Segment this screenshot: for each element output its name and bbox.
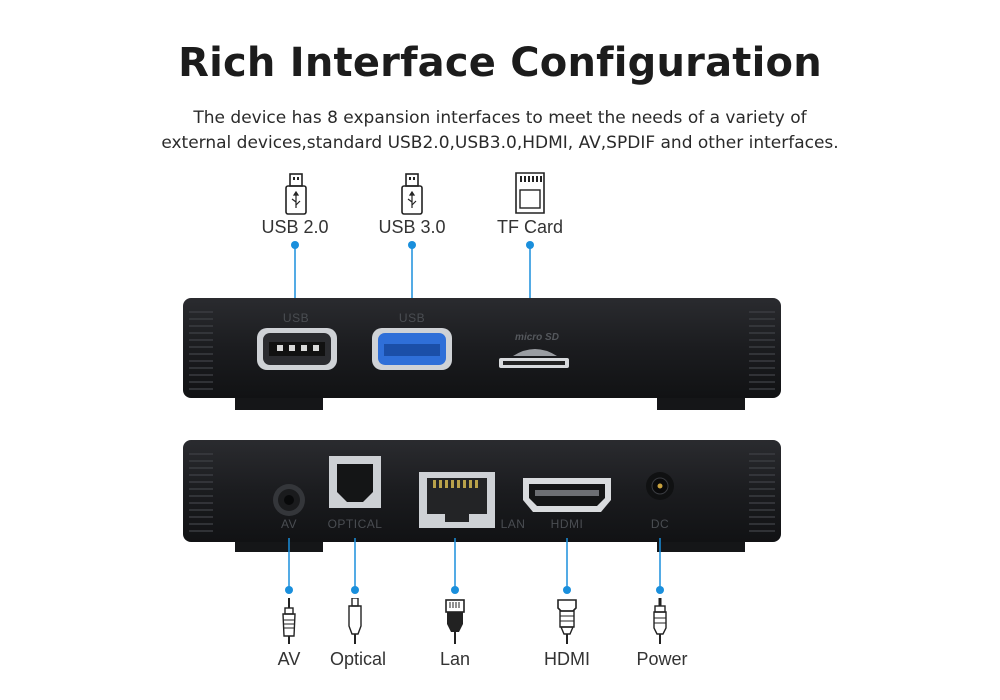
leader-power <box>656 538 664 594</box>
optical-port <box>329 456 381 508</box>
label-usb-2: USB 2.0 <box>261 217 329 237</box>
label-hdmi: HDMI <box>544 649 590 669</box>
leader-hdmi <box>563 538 571 594</box>
label-usb-3: USB 3.0 <box>378 217 446 237</box>
micro-sd-slot: micro SD <box>499 332 569 368</box>
usb-icon <box>285 173 307 215</box>
sd-card-icon <box>515 172 545 214</box>
label-optical: Optical <box>329 649 387 669</box>
page-description: The device has 8 expansion interfaces to… <box>150 106 850 156</box>
hdmi-plug-icon <box>557 599 577 644</box>
leader-lan <box>451 538 459 594</box>
description-line-2: external devices,standard USB2.0,USB3.0,… <box>161 133 839 153</box>
rj45-plug-icon <box>445 599 465 644</box>
dc-port <box>646 472 674 500</box>
description-line-1: The device has 8 expansion interfaces to… <box>193 108 807 128</box>
port-label-av: AV <box>281 517 297 531</box>
device-back-panel: AV OPTICAL LAN HDMI DC <box>183 440 781 552</box>
usb-icon <box>401 173 423 215</box>
leader-av <box>285 538 293 594</box>
port-label-optical: OPTICAL <box>328 517 383 531</box>
port-label-hdmi: HDMI <box>551 517 584 531</box>
usb-3-port <box>372 328 452 370</box>
dc-plug-icon <box>653 598 667 644</box>
lan-port <box>419 472 495 528</box>
label-lan: Lan <box>439 649 471 669</box>
av-plug-icon <box>282 598 296 644</box>
label-tf-card: TF Card <box>496 217 563 237</box>
label-av: AV <box>277 649 301 669</box>
av-port <box>273 484 305 516</box>
port-label-lan: LAN <box>501 517 526 531</box>
port-label-usb-3: USB <box>399 311 425 325</box>
port-label-usb-2: USB <box>283 311 309 325</box>
device-front-panel: USB USB micro SD <box>183 298 781 410</box>
svg-text:micro SD: micro SD <box>515 332 559 343</box>
optical-plug-icon <box>348 598 362 644</box>
hdmi-port <box>523 478 611 512</box>
usb-2-port <box>257 328 337 370</box>
page-title: Rich Interface Configuration <box>178 40 822 86</box>
leader-optical <box>351 538 359 594</box>
port-label-dc: DC <box>651 517 669 531</box>
label-power: Power <box>636 649 688 669</box>
